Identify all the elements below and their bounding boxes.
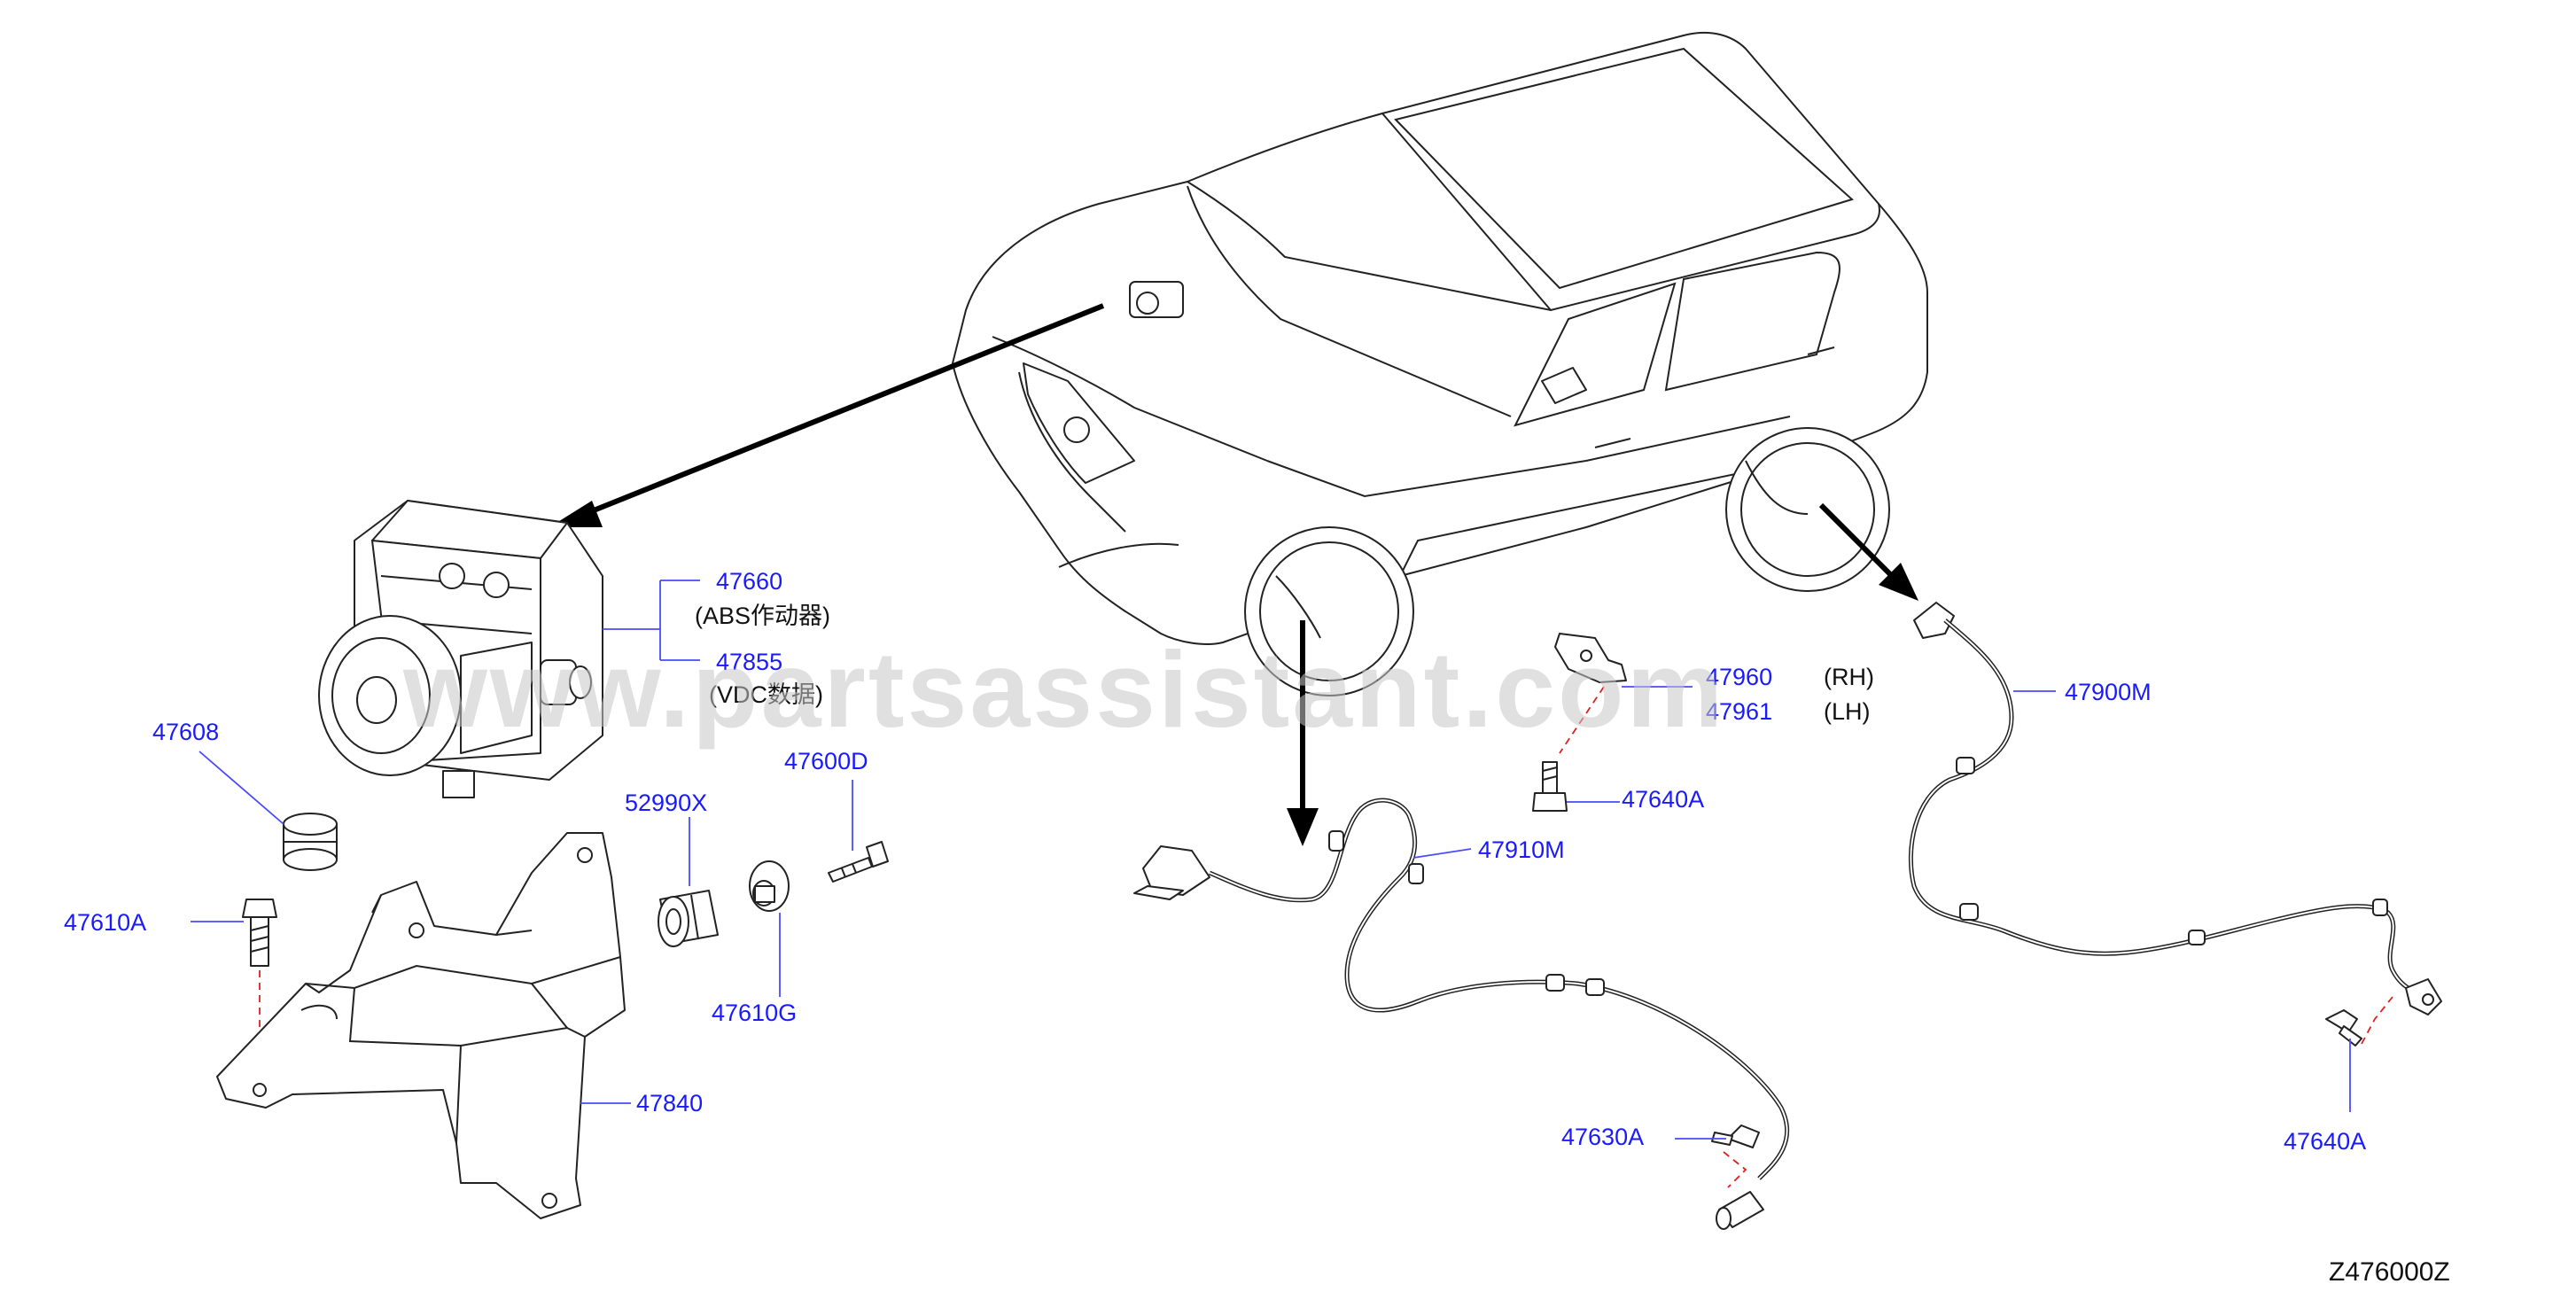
bolt-47630a: [1711, 1124, 1760, 1148]
bushing-52990x: [658, 890, 719, 947]
diagram-code: Z476000Z: [2329, 1257, 2450, 1287]
label-47910m[interactable]: 47910M: [1478, 836, 1565, 863]
leader-47608: [198, 751, 284, 825]
label-47600d[interactable]: 47600D: [784, 748, 868, 774]
abs-actuator-47660: [318, 500, 603, 798]
label-47640a-top[interactable]: 47640A: [1622, 786, 1704, 813]
label-47640a-bottom[interactable]: 47640A: [2284, 1128, 2366, 1155]
label-abs-actuator: (ABS作动器): [695, 603, 830, 629]
label-47660[interactable]: 47660: [716, 568, 782, 595]
leader-47910m: [1413, 848, 1472, 859]
front-wheel: [1244, 526, 1414, 696]
bolt-47640a-bottom: [2325, 1009, 2362, 1047]
label-47900m[interactable]: 47900M: [2065, 679, 2152, 705]
label-47610a[interactable]: 47610A: [64, 909, 146, 936]
label-47630a[interactable]: 47630A: [1561, 1124, 1644, 1150]
grommet-47608: [283, 813, 338, 871]
bolt-47600d: [828, 841, 889, 883]
label-lh: (LH): [1824, 698, 1871, 725]
label-rh: (RH): [1824, 664, 1874, 690]
guide-47640a-bottom: [2361, 996, 2393, 1045]
label-47608[interactable]: 47608: [152, 719, 219, 745]
collar-47610g: [749, 860, 790, 912]
leader-47660-47855: [603, 580, 700, 661]
vehicle-outline: [952, 31, 1928, 696]
label-52990x[interactable]: 52990X: [625, 790, 707, 816]
guide-47960: [1559, 686, 1605, 754]
label-47855[interactable]: 47855: [716, 649, 782, 675]
sensor-harness-47900m: [1908, 602, 2442, 1015]
bolt-47610a: [242, 899, 277, 967]
location-arrows: [549, 303, 1918, 846]
label-vdc-data: (VDC数据): [709, 681, 823, 708]
bracket-47960-47961: [1554, 633, 1627, 683]
sensor-harness-47910m: [1133, 798, 1790, 1230]
label-47960[interactable]: 47960: [1706, 664, 1772, 690]
label-47961[interactable]: 47961: [1706, 698, 1772, 725]
bolt-47640a-top: [1532, 761, 1568, 812]
bracket-47840: [216, 832, 626, 1219]
watermark: www.partsassistant.com: [402, 629, 1725, 750]
guide-47630a: [1723, 1151, 1747, 1188]
rear-wheel: [1725, 427, 1890, 592]
label-47610g[interactable]: 47610G: [712, 1000, 797, 1026]
label-47840[interactable]: 47840: [636, 1090, 703, 1117]
abs-location-marker: [1129, 281, 1184, 318]
